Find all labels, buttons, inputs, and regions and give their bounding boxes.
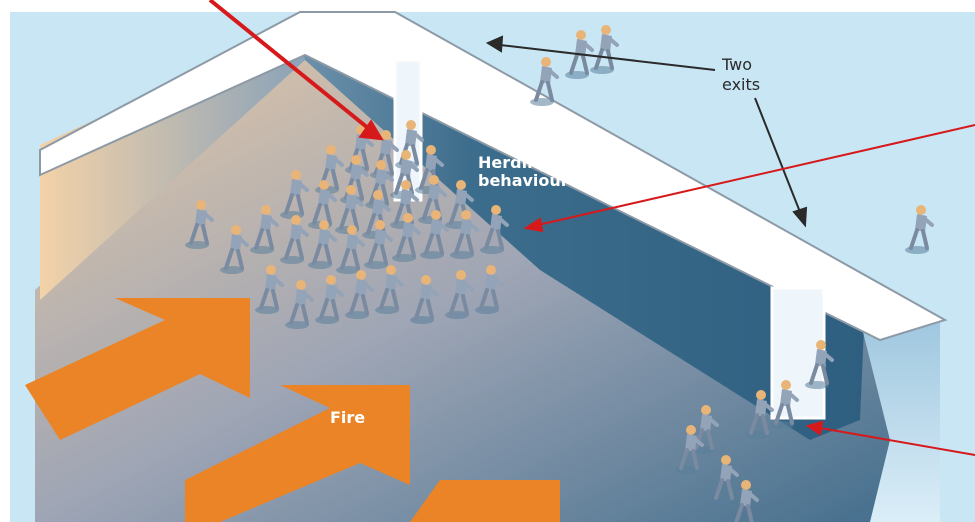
fire-label: Fire bbox=[330, 408, 365, 427]
herding-label-line1: Herding bbox=[478, 153, 550, 172]
two-exits-label-line2: exits bbox=[722, 75, 760, 94]
two-exits-label-line1: Two bbox=[721, 55, 752, 74]
herding-label-line2: behaviour bbox=[478, 171, 569, 190]
